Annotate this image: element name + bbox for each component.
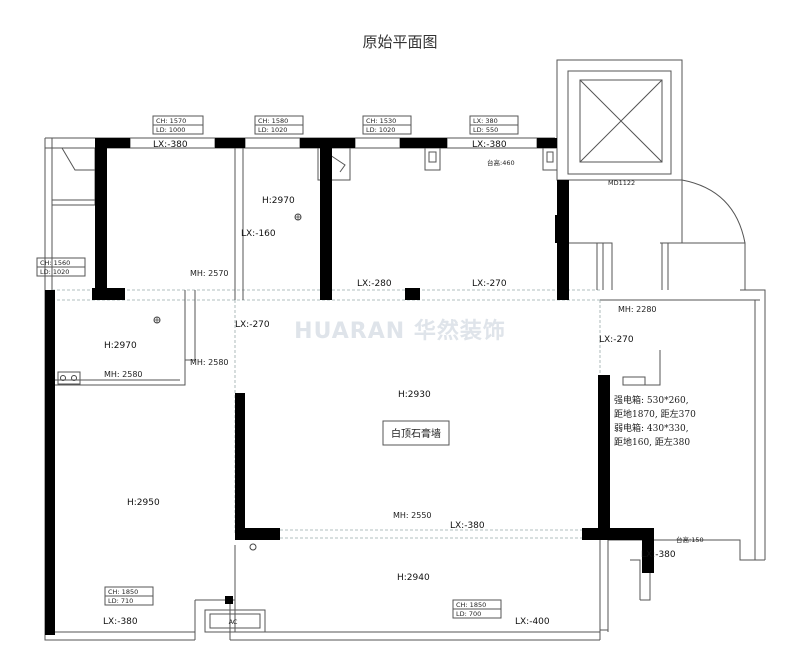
structural-walls [45, 138, 654, 635]
electrical-note-line-2: 距地1870, 距左370 [614, 408, 696, 420]
beam-height-1: MH: 2570 [190, 269, 229, 278]
window-5-ld: LD: 1020 [40, 268, 69, 276]
window-labels: CH: 1570 LD: 1000 CH: 1580 LD: 1020 CH: … [36, 115, 519, 619]
ceiling-height-labels: H:2970 H:2970 H:2930 H:2950 H:2940 [104, 196, 431, 583]
window-2-ch: CH: 1580 [258, 117, 288, 125]
ceiling-height-2: H:2970 [104, 341, 137, 351]
ceiling-height-1: H:2970 [262, 196, 295, 206]
window-4-lx: LX: 380 [473, 117, 498, 125]
window-7-ch: CH: 1850 [456, 601, 486, 609]
floor-level-10: LX:-380 [103, 617, 138, 627]
floor-level-1: LX:-380 [153, 140, 188, 150]
watermark: HUARAN 华然装饰 [294, 318, 506, 344]
floor-level-11: LX:-400 [515, 617, 550, 627]
electrical-note-line-4: 距地160, 距左380 [614, 436, 690, 448]
electrical-note: 强电箱: 530*260, 距地1870, 距左370 弱电箱: 430*330… [614, 394, 696, 448]
window-2-ld: LD: 1020 [258, 126, 287, 134]
floor-level-7: LX:-270 [599, 335, 634, 345]
floor-level-4: LX:-280 [357, 279, 392, 289]
window-6-ch: CH: 1850 [108, 588, 138, 596]
floor-level-2: LX:-380 [472, 140, 507, 150]
ac-label: AC [229, 618, 238, 626]
plan-title: 原始平面图 [362, 33, 437, 51]
floor-level-5: LX:-270 [472, 279, 507, 289]
electrical-note-line-3: 弱电箱: 430*330, [614, 422, 689, 434]
floor-level-6: LX:-270 [235, 320, 270, 330]
window-7-ld: LD: 700 [456, 610, 481, 618]
floor-level-8: LX:-380 [450, 521, 485, 531]
beam-height-3: MH: 2580 [190, 358, 229, 367]
window-6-ld: LD: 710 [108, 597, 133, 605]
beam-height-labels: MH: 2570 MH: 2580 MH: 2580 MH: 2280 MH: … [104, 269, 657, 520]
beam-height-2: MH: 2580 [104, 370, 143, 379]
ceiling-material-tag: 白顶石膏墙 [391, 427, 441, 440]
beam-height-5: MH: 2550 [393, 511, 432, 520]
ceiling-height-5: H:2940 [397, 573, 430, 583]
window-5-ch: CH: 1560 [40, 259, 70, 267]
window-1-ch: CH: 1570 [156, 117, 186, 125]
window-4-ld: LD: 550 [473, 126, 498, 134]
ceiling-height-3: H:2930 [398, 390, 431, 400]
sill-height-1: 台高:460 [487, 158, 515, 167]
electrical-note-line-1: 强电箱: 530*260, [614, 394, 689, 406]
window-3-ld: LD: 1020 [366, 126, 395, 134]
beam-height-4: MH: 2280 [618, 305, 657, 314]
elevator-door-label: MD1122 [608, 179, 635, 187]
floor-level-3: LX:-160 [241, 229, 276, 239]
sill-height-2: 台高:150 [676, 535, 704, 544]
floor-level-9: LX:-380 [641, 550, 676, 560]
window-1-ld: LD: 1000 [156, 126, 185, 134]
window-3-ch: CH: 1530 [366, 117, 396, 125]
floor-level-labels: LX:-380 LX:-380 LX:-160 LX:-280 LX:-270 … [103, 140, 676, 627]
ceiling-height-4: H:2950 [127, 498, 160, 508]
